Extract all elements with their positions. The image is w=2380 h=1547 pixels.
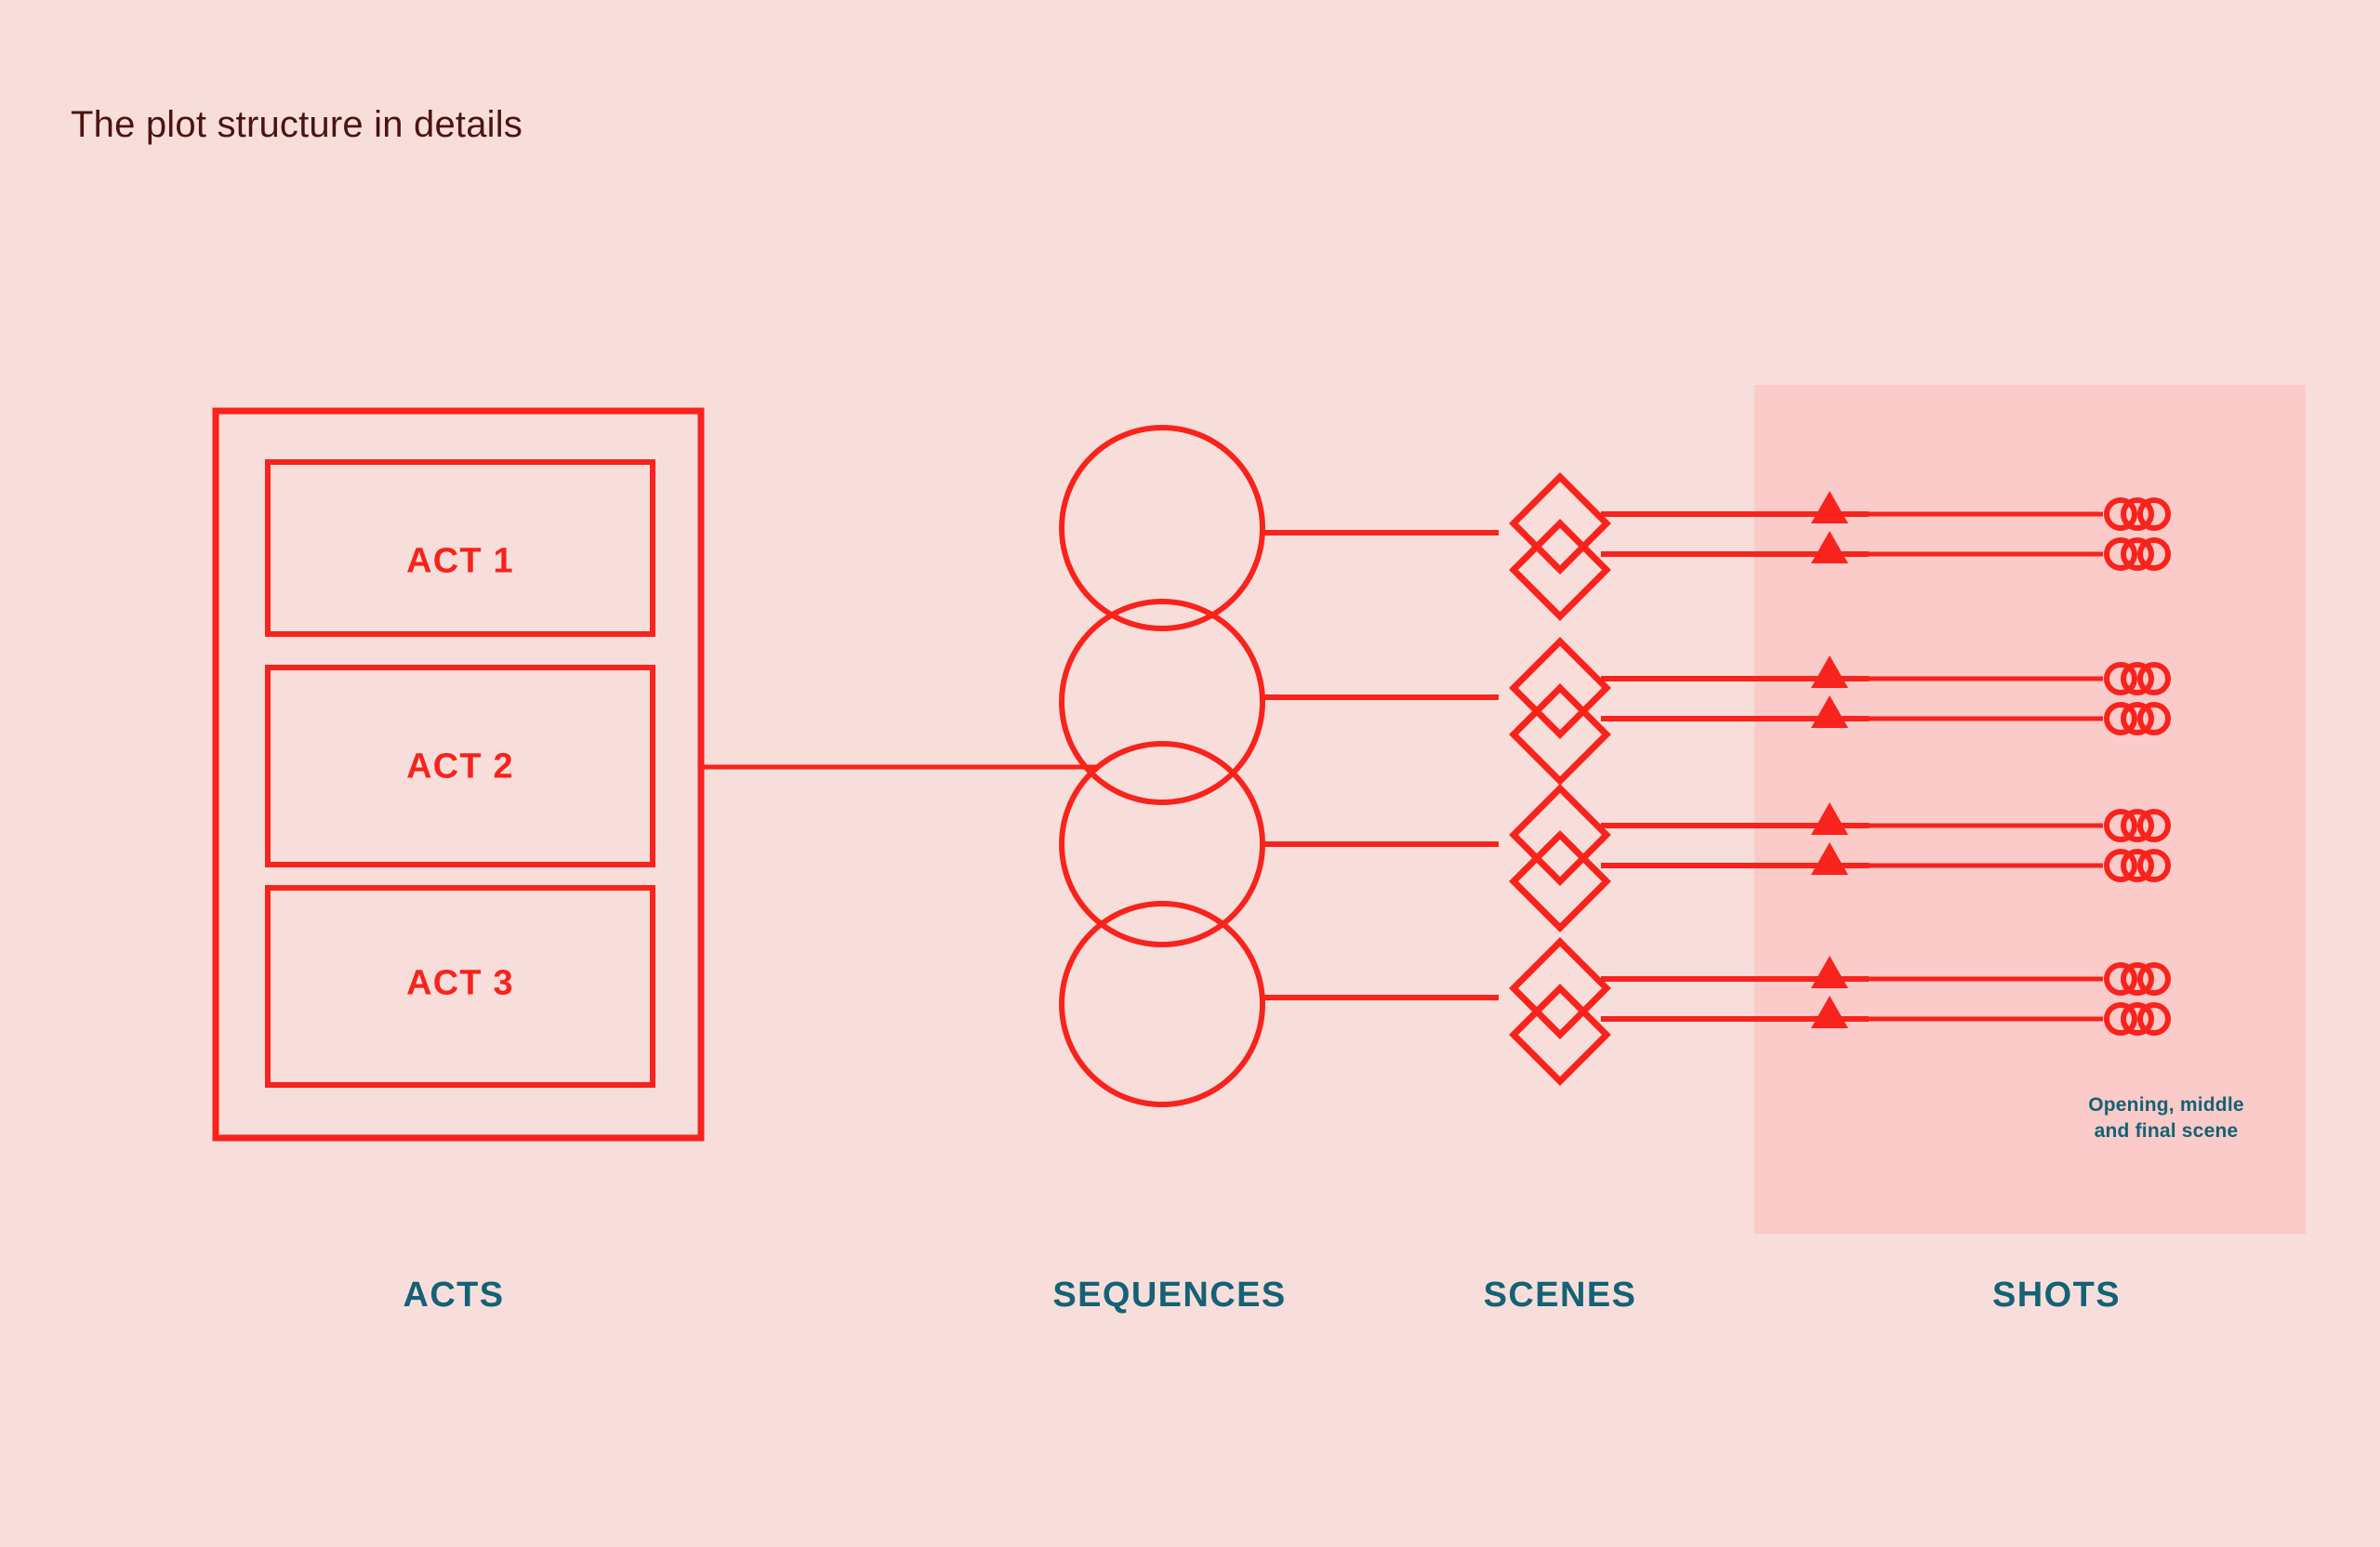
sequence-circle-4[interactable] [1059, 901, 1265, 1107]
ring-b [2121, 537, 2154, 571]
ring-a [2104, 962, 2137, 996]
act-box-1[interactable] [265, 459, 655, 637]
sequence-circle-2[interactable] [1059, 599, 1265, 805]
shot-rings [2104, 497, 2171, 1036]
shot-ring-cluster-4[interactable] [2104, 702, 2171, 735]
ring-a [2104, 1002, 2137, 1036]
ring-b [2121, 662, 2154, 695]
ring-a [2104, 809, 2137, 842]
shot-triangle-7[interactable] [1811, 956, 1848, 988]
shot-triangle-6[interactable] [1811, 842, 1848, 875]
act-3-label: ACT 3 [406, 963, 514, 1003]
shot-triangle-4[interactable] [1811, 695, 1848, 728]
ring-b [2121, 962, 2154, 996]
ring-c [2137, 962, 2171, 996]
shots-group [1811, 491, 2171, 1036]
shots-highlight-panel [1754, 385, 2306, 1234]
ring-a [2104, 537, 2137, 571]
shot-ring-cluster-3[interactable] [2104, 662, 2171, 695]
sequence-circle-3[interactable] [1059, 741, 1265, 947]
shot-triangle-2[interactable] [1811, 531, 1848, 563]
ring-c [2137, 662, 2171, 695]
scene-diamond-1b[interactable] [1509, 519, 1611, 621]
act-1-label: ACT 1 [406, 541, 514, 581]
scene-diamond-3b[interactable] [1509, 830, 1611, 932]
shots-annotation: Opening, middle and final scene [2088, 1092, 2244, 1145]
ring-c [2137, 537, 2171, 571]
column-label-scenes: SCENES [1483, 1276, 1637, 1315]
scene-diamond-4b[interactable] [1509, 984, 1611, 1086]
acts-group [212, 407, 1097, 1142]
scenes-group [1509, 472, 1611, 1086]
shot-ring-cluster-2[interactable] [2104, 537, 2171, 571]
ring-b [2121, 809, 2154, 842]
column-label-shots: SHOTS [1992, 1276, 2121, 1315]
ring-a [2104, 702, 2137, 735]
act-box-2[interactable] [265, 665, 655, 867]
scene-diamond-1a[interactable] [1509, 472, 1611, 575]
sequences-group [1059, 425, 1265, 1107]
ring-b [2121, 1002, 2154, 1036]
ring-c [2137, 809, 2171, 842]
scene-diamond-4a[interactable] [1509, 937, 1611, 1039]
act-box-3[interactable] [265, 885, 655, 1088]
ring-b [2121, 702, 2154, 735]
shots-annotation-line-2: and final scene [2094, 1120, 2239, 1143]
shot-ring-cluster-6[interactable] [2104, 849, 2171, 882]
column-label-acts: ACTS [403, 1276, 505, 1315]
acts-outer-frame [212, 407, 705, 1142]
sequence-to-scene-connectors [1261, 530, 1499, 1000]
shot-triangles [1811, 491, 1848, 1028]
shot-ring-cluster-1[interactable] [2104, 497, 2171, 531]
shot-triangle-5[interactable] [1811, 802, 1848, 835]
shot-lines [1859, 511, 2103, 1022]
scene-diamond-3a[interactable] [1509, 784, 1611, 886]
scene-diamond-2a[interactable] [1509, 637, 1611, 739]
shot-ring-cluster-5[interactable] [2104, 809, 2171, 842]
ring-a [2104, 849, 2137, 882]
shot-ring-cluster-8[interactable] [2104, 1002, 2171, 1036]
act-2-label: ACT 2 [406, 747, 514, 787]
ring-b [2121, 849, 2154, 882]
shot-triangle-8[interactable] [1811, 996, 1848, 1028]
sequence-circle-1[interactable] [1059, 425, 1265, 631]
shot-triangle-3[interactable] [1811, 655, 1848, 688]
ring-c [2137, 702, 2171, 735]
column-label-sequences: SEQUENCES [1052, 1276, 1287, 1315]
ring-c [2137, 497, 2171, 531]
shot-triangle-1[interactable] [1811, 491, 1848, 523]
ring-a [2104, 662, 2137, 695]
shot-ring-cluster-7[interactable] [2104, 962, 2171, 996]
ring-a [2104, 497, 2137, 531]
scene-diamond-2b[interactable] [1509, 683, 1611, 786]
ring-c [2137, 849, 2171, 882]
shots-annotation-line-1: Opening, middle [2088, 1094, 2244, 1116]
page-title: The plot structure in details [71, 104, 523, 145]
ring-c [2137, 1002, 2171, 1036]
scene-to-shot-connectors [1601, 511, 1869, 1022]
ring-b [2121, 497, 2154, 531]
